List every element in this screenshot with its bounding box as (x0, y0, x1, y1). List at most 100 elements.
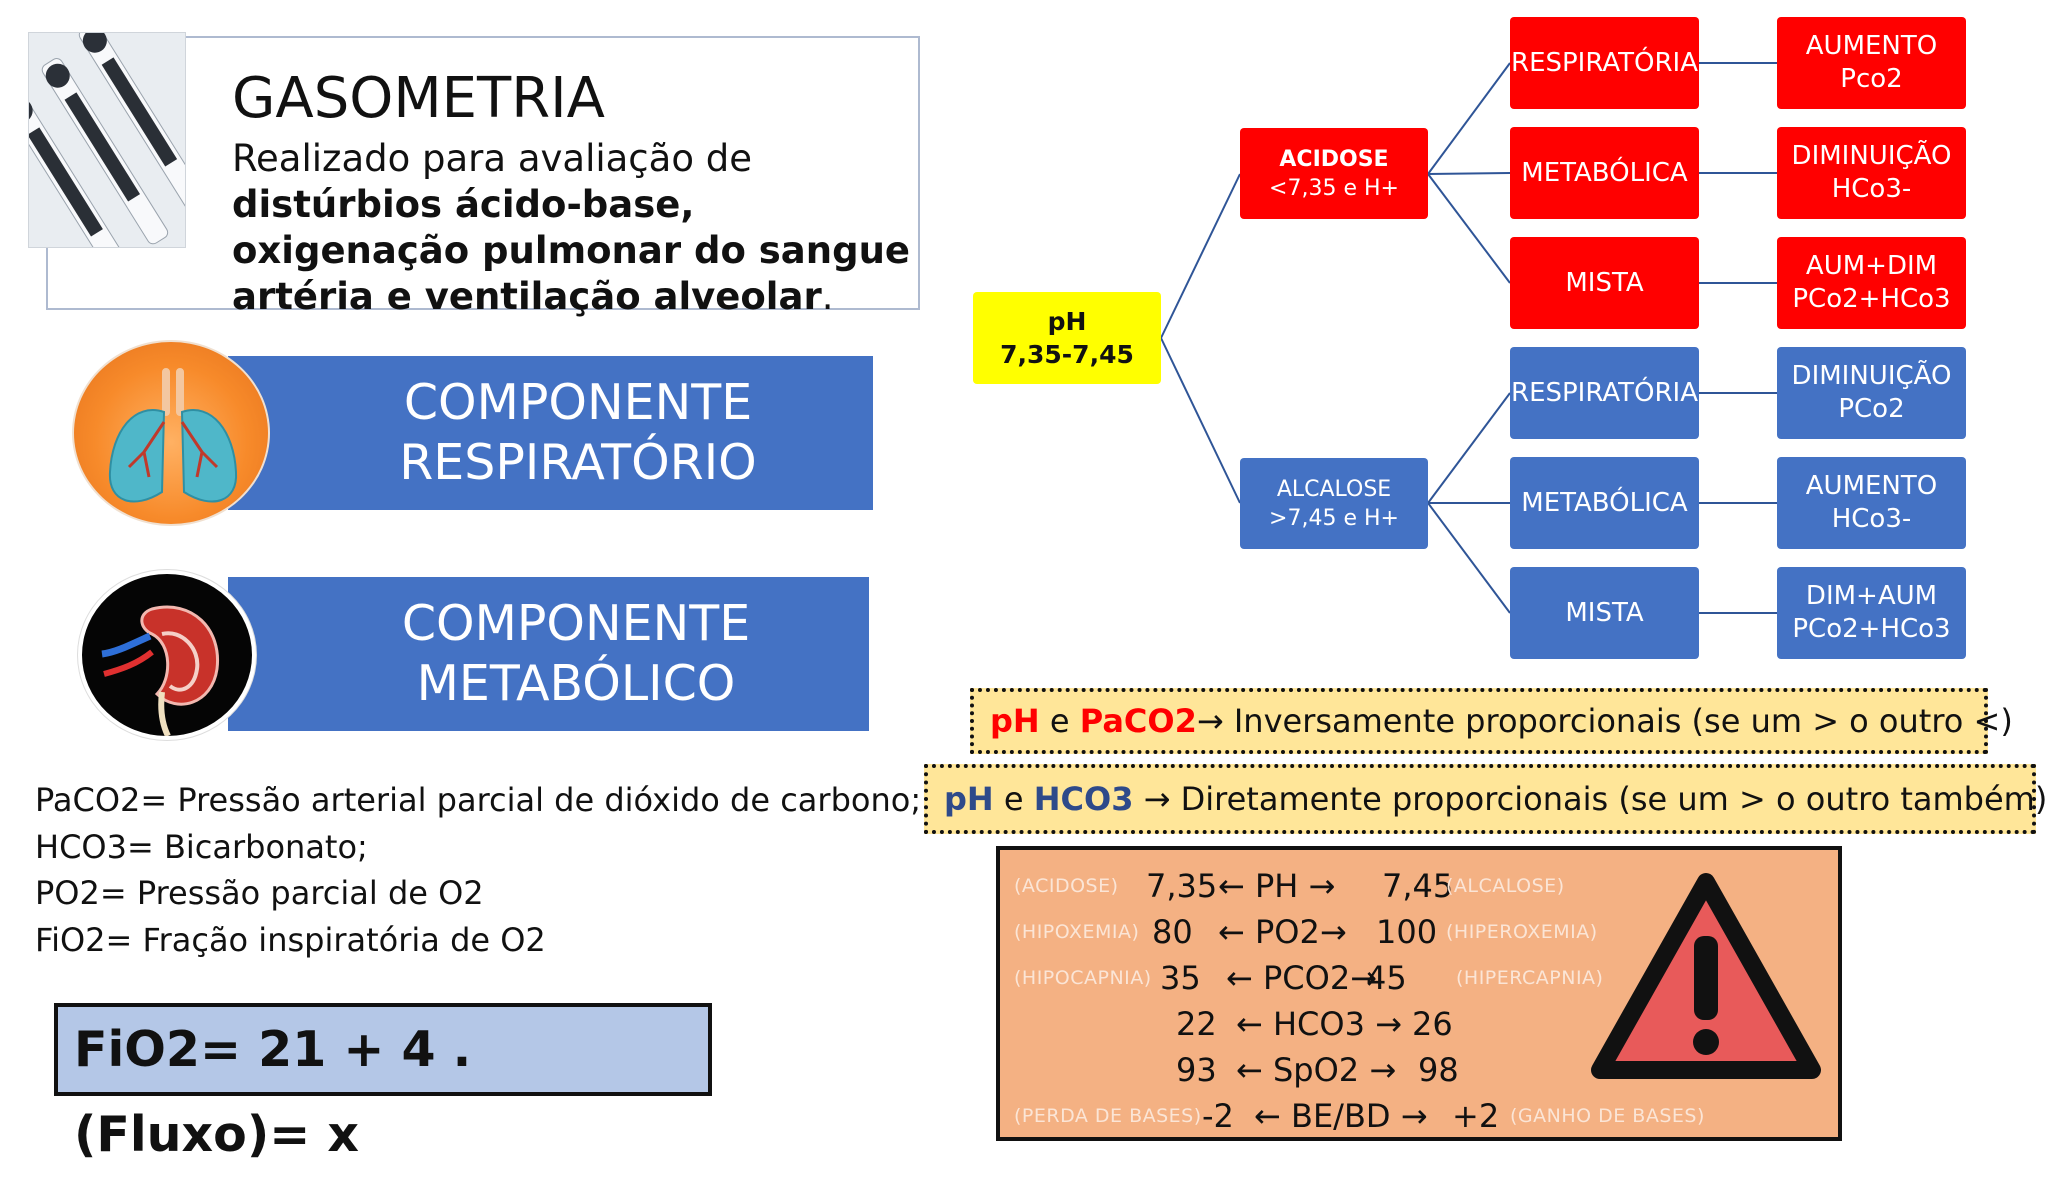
result-line2: PCo2+HCo3 (1792, 284, 1951, 314)
acid-result-metabolic: DIMINUIÇÃO HCo3- (1777, 127, 1966, 219)
blood-gas-syringes-image (28, 32, 186, 248)
alca-result-respiratory: DIMINUIÇÃO PCo2 (1777, 347, 1966, 439)
result-line2: PCo2+HCo3 (1792, 614, 1951, 644)
alcalose-label: ALCALOSE (1276, 476, 1392, 502)
left-tag: (ACIDOSE) (1014, 875, 1119, 897)
acid-result-respiratory: AUMENTO Pco2 (1777, 17, 1966, 109)
acid-result-mixed: AUM+DIM PCo2+HCo3 (1777, 237, 1966, 329)
high-value: 26 (1412, 1005, 1453, 1043)
left-tag: (PERDA DE BASES) (1014, 1105, 1202, 1127)
note-ph: pH (944, 780, 994, 818)
acidose-range: <7,35 e H+ (1269, 175, 1399, 201)
title-card (46, 36, 920, 310)
reference-row: (PERDA DE BASES) -2 ← BE/BD → +2 (GANHO … (1000, 1094, 1704, 1138)
metabolic-component-band: COMPONENTE METABÓLICO (228, 577, 869, 731)
page-title: GASOMETRIA (232, 66, 605, 131)
acidose-node: ACIDOSE <7,35 e H+ (1240, 128, 1428, 219)
param-label: ← HCO3 → (1236, 1005, 1402, 1043)
low-value: -2 (1202, 1097, 1234, 1135)
note-hco3: HCO3 (1033, 780, 1134, 818)
param-label: ← BE/BD → (1254, 1097, 1428, 1135)
acidose-label: ACIDOSE (1279, 146, 1389, 172)
low-value: 22 (1176, 1005, 1217, 1043)
param-label: ← PH → (1218, 867, 1336, 905)
high-value: 7,45 (1382, 867, 1454, 905)
result-line1: DIM+AUM (1805, 581, 1938, 611)
ph-label: pH (1047, 307, 1087, 336)
tree-connectors (1160, 62, 1777, 614)
alca-type-mixed: MISTA (1510, 567, 1699, 659)
note-and: e (1039, 702, 1080, 740)
result-line2: Pco2 (1840, 64, 1903, 94)
reference-row: (HIPOCAPNIA) 35 ← PCO2→ 45 (HIPERCAPNIA) (1000, 956, 1620, 1000)
param-label: ← PCO2→ (1226, 959, 1377, 997)
low-value: 7,35 (1146, 867, 1218, 905)
resp-line1: COMPONENTE (403, 374, 753, 431)
high-value: 100 (1376, 913, 1438, 951)
result-line1: AUMENTO (1805, 31, 1938, 61)
right-tag: (HIPERCAPNIA) (1456, 967, 1604, 989)
alca-result-mixed: DIM+AUM PCo2+HCo3 (1777, 567, 1966, 659)
alcalose-node: ALCALOSE >7,45 e H+ (1240, 458, 1428, 549)
result-line2: HCo3- (1831, 504, 1912, 534)
left-tag: (HIPOXEMIA) (1014, 921, 1140, 943)
note-and: e (993, 780, 1034, 818)
desc-plain: Realizado para avaliação de (232, 137, 752, 180)
param-label: ← SpO2 → (1236, 1051, 1397, 1089)
acid-type-respiratory: RESPIRATÓRIA (1510, 17, 1699, 109)
high-value: 98 (1418, 1051, 1459, 1089)
result-line1: DIMINUIÇÃO (1791, 361, 1952, 391)
kidney-icon (78, 570, 256, 740)
resp-line2: RESPIRATÓRIO (399, 434, 757, 491)
note-ph: pH (990, 702, 1040, 740)
result-line1: AUMENTO (1805, 471, 1938, 501)
result-line1: DIMINUIÇÃO (1791, 141, 1952, 171)
meta-line2: METABÓLICO (416, 655, 736, 712)
desc-bold: distúrbios ácido-base, oxigenação pulmon… (232, 183, 911, 318)
reference-row: 22 ← HCO3 → 26 (1000, 1002, 1620, 1046)
note-paco2: PaCO2 (1079, 702, 1197, 740)
title-description: Realizado para avaliação de distúrbios á… (232, 136, 912, 320)
reference-row: (ACIDOSE) 7,35 ← PH → 7,45 (ALCALOSE) (1000, 864, 1620, 908)
low-value: 35 (1160, 959, 1201, 997)
left-tag: (HIPOCAPNIA) (1014, 967, 1152, 989)
meta-line1: COMPONENTE (401, 595, 751, 652)
respiratory-component-band: COMPONENTE RESPIRATÓRIO (228, 356, 873, 510)
acid-type-mixed: MISTA (1510, 237, 1699, 329)
desc-end: . (821, 275, 834, 318)
param-label: ← PO2→ (1218, 913, 1347, 951)
reference-row: 93 ← SpO2 → 98 (1000, 1048, 1620, 1092)
ph-root-node: pH 7,35-7,45 (973, 292, 1161, 384)
reference-values-box: (ACIDOSE) 7,35 ← PH → 7,45 (ALCALOSE) (H… (996, 846, 1842, 1141)
low-value: 93 (1176, 1051, 1217, 1089)
high-value: 45 (1366, 959, 1407, 997)
alcalose-range: >7,45 e H+ (1269, 505, 1399, 531)
result-line2: PCo2 (1838, 394, 1905, 424)
fio2-formula: FiO2= 21 + 4 . (Fluxo)= x (54, 1003, 712, 1163)
note-ph-hco3: pH e HCO3 → Diretamente proporcionais (s… (924, 764, 2047, 834)
definition-item: HCO3= Bicarbonato; (35, 827, 368, 866)
definition-item: PaCO2= Pressão arterial parcial de dióxi… (35, 781, 922, 819)
definition-item: FiO2= Fração inspiratória de O2 (35, 920, 546, 959)
right-tag: (GANHO DE BASES) (1510, 1105, 1705, 1127)
result-line1: AUM+DIM (1805, 251, 1938, 281)
definitions-list: PaCO2= Pressão arterial parcial de dióxi… (35, 777, 921, 963)
alca-result-metabolic: AUMENTO HCo3- (1777, 457, 1966, 549)
high-value: +2 (1452, 1097, 1500, 1135)
lungs-icon (72, 340, 270, 526)
alca-type-respiratory: RESPIRATÓRIA (1510, 347, 1699, 439)
right-tag: (HIPEROXEMIA) (1446, 921, 1598, 943)
alca-type-metabolic: METABÓLICA (1510, 457, 1699, 549)
low-value: 80 (1152, 913, 1193, 951)
note-text: → Diretamente proporcionais (se um > o o… (1133, 780, 2048, 818)
connector-ph-acidose (1160, 173, 1241, 339)
note-text: → Inversamente proporcionais (se um > o … (1196, 702, 2013, 740)
note-ph-paco2: pH e PaCO2→ Inversamente proporcionais (… (970, 688, 2013, 754)
connector-ph-alcalose (1160, 337, 1241, 504)
result-line2: HCo3- (1831, 174, 1912, 204)
right-tag: (ALCALOSE) (1446, 875, 1565, 897)
reference-row: (HIPOXEMIA) 80 ← PO2→ 100 (HIPEROXEMIA) (1000, 910, 1620, 954)
definition-item: PO2= Pressão parcial de O2 (35, 874, 484, 912)
warning-icon (1591, 873, 1821, 1079)
acid-type-metabolic: METABÓLICA (1510, 127, 1699, 219)
